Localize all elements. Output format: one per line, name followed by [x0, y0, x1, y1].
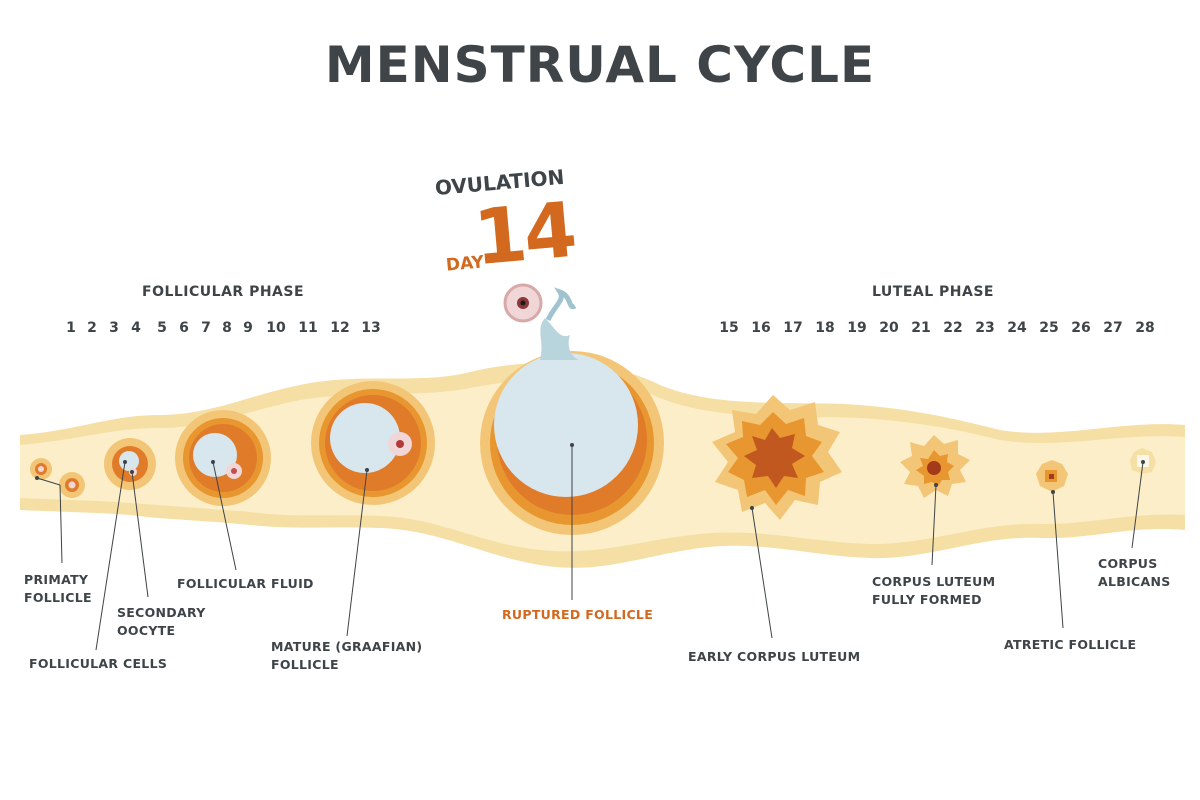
- day-number: 5: [157, 320, 167, 336]
- luteal-phase-label: LUTEAL PHASE: [872, 284, 994, 300]
- day-number: 26: [1071, 320, 1091, 336]
- label-follicular-cells: FOLLICULAR CELLS: [29, 655, 167, 673]
- day-number: 21: [911, 320, 931, 336]
- leader-dots: [35, 443, 1145, 510]
- day-number: 12: [330, 320, 350, 336]
- day-number: 22: [943, 320, 963, 336]
- early-corpus-luteum: [712, 395, 842, 520]
- label-line: RUPTURED FOLLICLE: [502, 607, 654, 622]
- label-ruptured-follicle: RUPTURED FOLLICLE: [502, 606, 653, 624]
- label-corpus-albicans: CORPUS ALBICANS: [1098, 555, 1171, 591]
- day-number: 11: [298, 320, 318, 336]
- diagram-title: MENSTRUAL CYCLE: [324, 36, 876, 94]
- antral-follicle: [175, 410, 271, 506]
- mature-follicle: [311, 381, 435, 505]
- label-line: ATRETIC FOLLICLE: [1004, 637, 1137, 652]
- day-number: 10: [266, 320, 286, 336]
- label-line: FOLLICULAR CELLS: [29, 656, 168, 671]
- label-atretic-follicle: ATRETIC FOLLICLE: [1004, 636, 1136, 654]
- day-number: 25: [1039, 320, 1059, 336]
- label-line: ALBICANS: [1098, 574, 1171, 589]
- atretic-follicle: [1036, 460, 1068, 492]
- day-number: 2: [87, 320, 97, 336]
- label-secondary-oocyte: SECONDARY OOCYTE: [117, 604, 206, 640]
- label-primary-follicle: PRIMATY FOLLICLE: [24, 571, 92, 607]
- day-number: 19: [847, 320, 867, 336]
- label-follicular-fluid: FOLLICULAR FLUID: [177, 575, 314, 593]
- day-number: 13: [361, 320, 381, 336]
- label-line: CORPUS LUTEUM: [872, 574, 996, 589]
- day-number: 23: [975, 320, 995, 336]
- day-number: 1: [66, 320, 76, 336]
- day-number: 9: [243, 320, 253, 336]
- label-corpus-luteum-formed: CORPUS LUTEUM FULLY FORMED: [872, 573, 995, 609]
- day-number: 20: [879, 320, 899, 336]
- label-early-corpus-luteum: EARLY CORPUS LUTEUM: [688, 648, 860, 666]
- day-number: 6: [179, 320, 189, 336]
- day-number: 15: [719, 320, 739, 336]
- label-line: FOLLICLE: [24, 590, 92, 605]
- day-number: 24: [1007, 320, 1027, 336]
- label-line: FOLLICULAR FLUID: [177, 576, 314, 591]
- released-oocyte: [503, 283, 543, 323]
- ovulation-day-word: DAY: [445, 252, 485, 276]
- day-number: 7: [201, 320, 211, 336]
- follicular-phase-label: FOLLICULAR PHASE: [142, 284, 305, 300]
- label-line: MATURE (GRAAFIAN): [271, 639, 423, 654]
- leader-lines: [36, 445, 1144, 651]
- day-number: 3: [109, 320, 119, 336]
- label-line: FULLY FORMED: [872, 592, 982, 607]
- day-number: 8: [222, 320, 232, 336]
- primary-follicle: [30, 458, 85, 498]
- label-line: FOLLICLE: [271, 657, 339, 672]
- label-line: SECONDARY: [117, 605, 206, 620]
- day-number: 16: [751, 320, 771, 336]
- label-line: CORPUS: [1098, 556, 1158, 571]
- label-line: EARLY CORPUS LUTEUM: [688, 649, 861, 664]
- day-number: 18: [815, 320, 835, 336]
- day-number: 28: [1135, 320, 1155, 336]
- ovulation-day-number: 14: [470, 184, 578, 283]
- label-line: OOCYTE: [117, 623, 176, 638]
- day-number: 17: [783, 320, 803, 336]
- day-number: 27: [1103, 320, 1123, 336]
- secondary-follicle: [104, 438, 156, 490]
- label-line: PRIMATY: [24, 572, 89, 587]
- corpus-luteum-formed: [900, 435, 970, 498]
- day-number: 4: [131, 320, 141, 336]
- label-mature-follicle: MATURE (GRAAFIAN) FOLLICLE: [271, 638, 422, 674]
